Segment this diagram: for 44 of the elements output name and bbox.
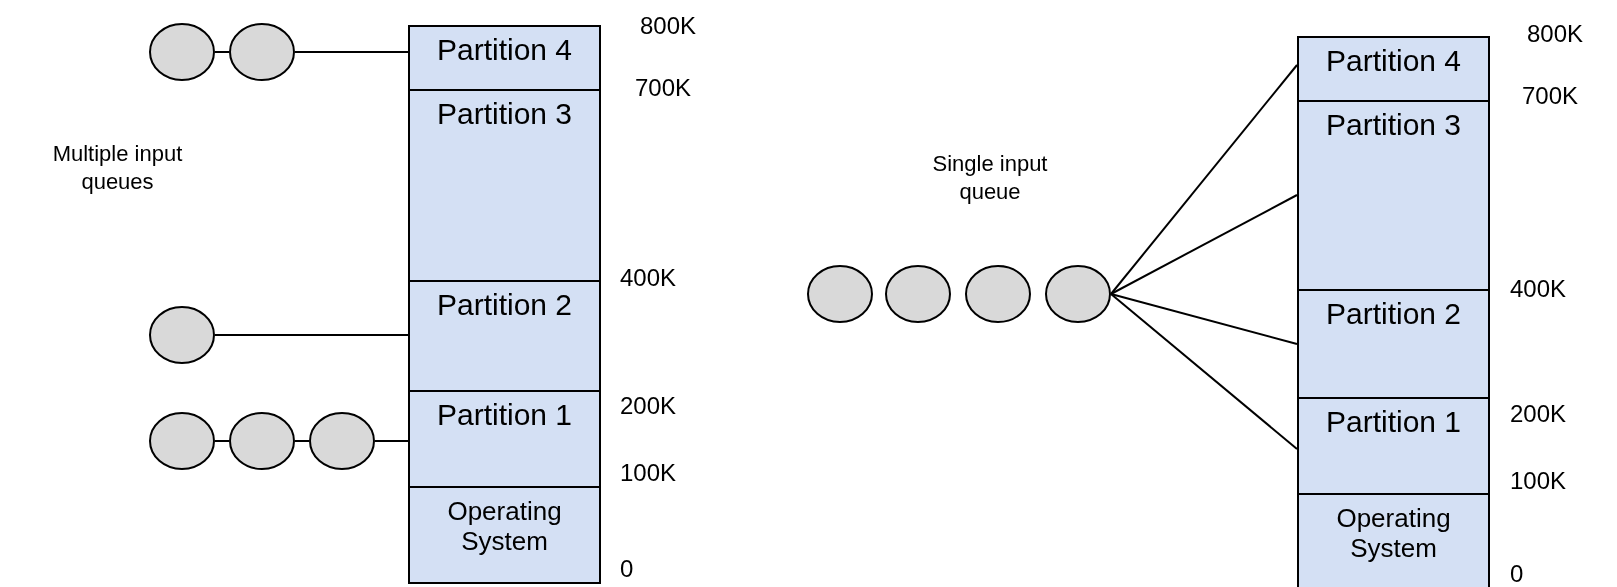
partition-label: Operating System [446, 496, 563, 556]
connector-line [214, 440, 230, 442]
connector-line [294, 51, 409, 53]
partition-label: Operating System [1335, 503, 1452, 563]
partition-label: Partition 3 [1324, 108, 1463, 142]
memory-address-label: 200K [620, 392, 677, 420]
memory-address-label: 400K [620, 264, 677, 292]
partition-label: Partition 2 [435, 288, 574, 322]
memory-partition [408, 486, 601, 584]
connector-line [1110, 194, 1298, 295]
memory-address-label: 200K [1510, 400, 1567, 428]
memory-address-label: 0 [620, 555, 634, 583]
memory-address-label: 800K [1527, 20, 1584, 48]
connector-line [374, 440, 409, 442]
memory-address-label: 0 [1510, 560, 1524, 587]
queue-caption: Single input queue [931, 150, 1049, 206]
partition-label: Partition 2 [1324, 297, 1463, 331]
memory-partition [408, 25, 601, 91]
memory-partition [408, 89, 601, 282]
memory-address-label: 700K [1522, 82, 1579, 110]
connector-line [214, 334, 409, 336]
connector-line [1110, 293, 1298, 345]
queue-caption: Multiple input queues [51, 140, 184, 196]
partition-label: Partition 4 [1324, 44, 1463, 78]
memory-address-label: 800K [640, 12, 697, 40]
memory-address-label: 400K [1510, 275, 1567, 303]
memory-partition [408, 390, 601, 488]
memory-partition [1297, 397, 1490, 495]
partition-label: Partition 4 [435, 33, 574, 67]
memory-address-label: 100K [1510, 467, 1567, 495]
partition-label: Partition 1 [435, 398, 574, 432]
memory-partition [1297, 289, 1490, 399]
connector-line [1110, 293, 1298, 450]
partition-label: Partition 3 [435, 97, 574, 131]
memory-address-label: 700K [635, 74, 692, 102]
connector-line [214, 51, 230, 53]
memory-partition [1297, 493, 1490, 587]
memory-partition [1297, 100, 1490, 291]
connector-line [1110, 64, 1298, 295]
memory-partition [408, 280, 601, 392]
partition-label: Partition 1 [1324, 405, 1463, 439]
memory-address-label: 100K [620, 459, 677, 487]
memory-partition [1297, 36, 1490, 102]
connector-line [294, 440, 310, 442]
